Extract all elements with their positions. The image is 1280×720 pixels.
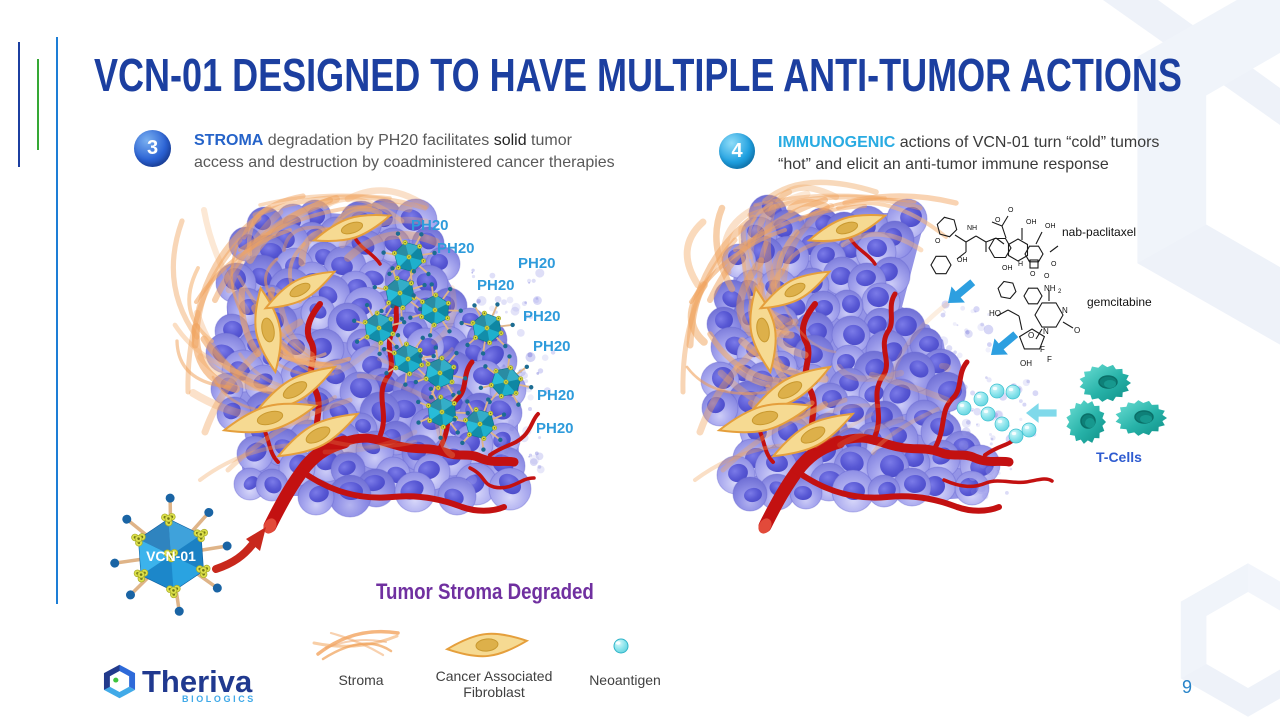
svg-text:F: F bbox=[1040, 345, 1045, 354]
svg-text:O: O bbox=[1051, 261, 1057, 268]
svg-text:VCN-01: VCN-01 bbox=[146, 548, 196, 564]
svg-text:2: 2 bbox=[1058, 289, 1062, 295]
svg-text:F: F bbox=[1047, 355, 1052, 364]
svg-text:N: N bbox=[1043, 327, 1049, 336]
svg-text:O: O bbox=[1044, 273, 1050, 280]
svg-text:H: H bbox=[1018, 261, 1023, 268]
svg-text:N: N bbox=[1062, 306, 1068, 315]
svg-text:O: O bbox=[1030, 271, 1036, 278]
svg-text:O: O bbox=[1028, 331, 1034, 340]
svg-text:OH: OH bbox=[957, 257, 968, 264]
svg-text:OH: OH bbox=[1045, 223, 1056, 230]
svg-text:O: O bbox=[1008, 207, 1014, 214]
svg-text:O: O bbox=[1074, 326, 1080, 335]
svg-text:OH: OH bbox=[1020, 359, 1032, 368]
svg-text:HO: HO bbox=[989, 309, 1001, 318]
svg-text:O: O bbox=[935, 238, 941, 245]
svg-text:OH: OH bbox=[1026, 219, 1037, 226]
svg-text:NH: NH bbox=[1044, 284, 1056, 293]
svg-text:OH: OH bbox=[1002, 265, 1013, 272]
svg-text:O: O bbox=[995, 217, 1001, 224]
svg-text:NH: NH bbox=[967, 225, 977, 232]
